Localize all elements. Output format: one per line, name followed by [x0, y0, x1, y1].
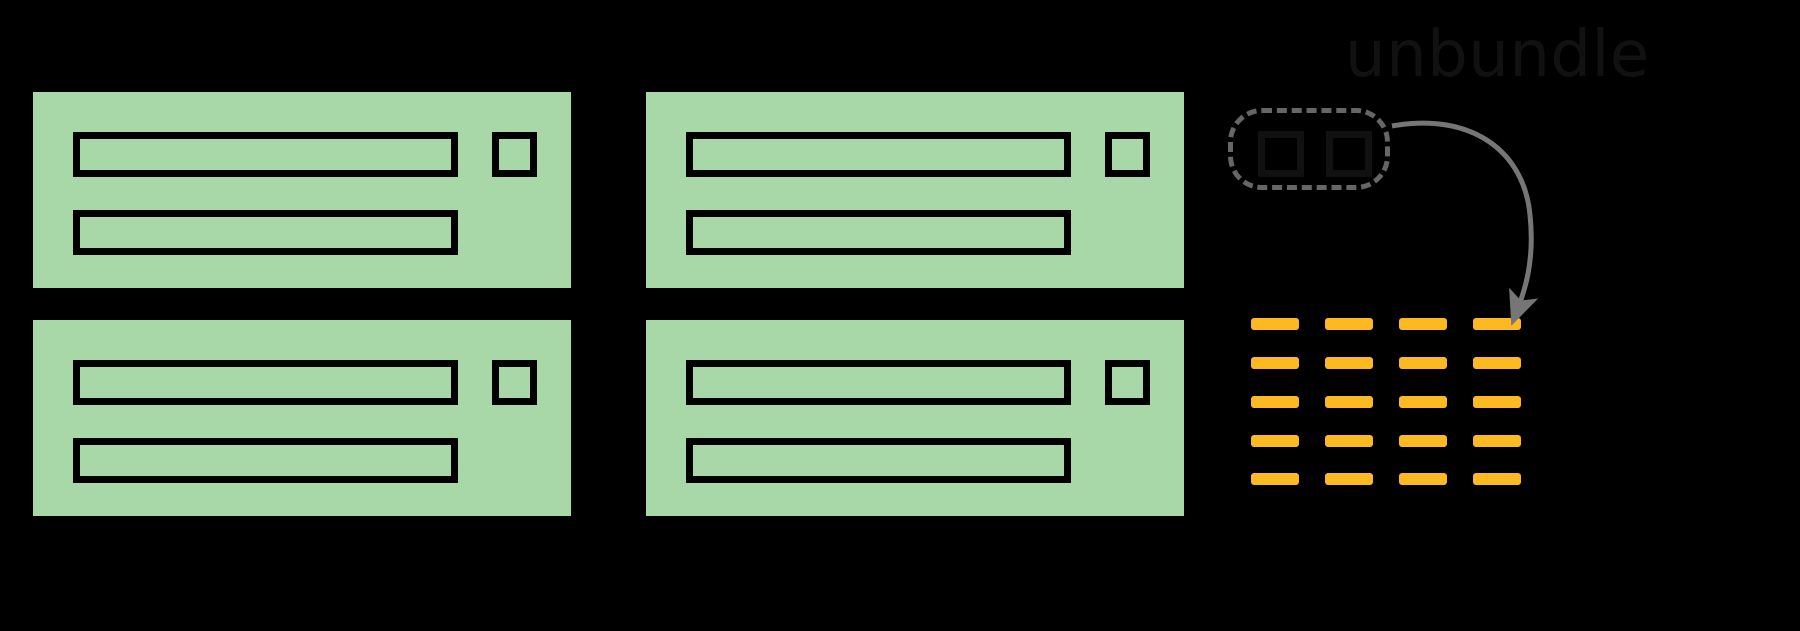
- module-square[interactable]: [1105, 360, 1150, 405]
- unbundled-item[interactable]: [1251, 435, 1299, 447]
- selected-square[interactable]: [1258, 131, 1304, 177]
- panel-bottom-right[interactable]: [646, 320, 1184, 516]
- feature-bar: [686, 132, 1071, 177]
- unbundled-item[interactable]: [1325, 396, 1373, 408]
- unbundled-item[interactable]: [1399, 473, 1447, 485]
- selected-module-pair[interactable]: [1228, 108, 1390, 190]
- unbundled-item[interactable]: [1399, 396, 1447, 408]
- panel-bottom-left[interactable]: [33, 320, 571, 516]
- unbundled-item[interactable]: [1473, 435, 1521, 447]
- unbundled-item[interactable]: [1251, 396, 1299, 408]
- module-square[interactable]: [492, 360, 537, 405]
- unbundle-arrow-path: [1391, 120, 1539, 326]
- module-square[interactable]: [492, 132, 537, 177]
- unbundled-item[interactable]: [1399, 357, 1447, 369]
- unbundled-item[interactable]: [1325, 435, 1373, 447]
- unbundled-item[interactable]: [1325, 473, 1373, 485]
- feature-bar: [73, 438, 458, 483]
- unbundled-item[interactable]: [1399, 318, 1447, 330]
- unbundled-item[interactable]: [1473, 396, 1521, 408]
- unbundled-item[interactable]: [1473, 473, 1521, 485]
- panel-top-left[interactable]: [33, 92, 571, 288]
- unbundled-item[interactable]: [1399, 435, 1447, 447]
- unbundled-item[interactable]: [1325, 357, 1373, 369]
- unbundled-item[interactable]: [1251, 318, 1299, 330]
- panel-top-right[interactable]: [646, 92, 1184, 288]
- feature-bar: [686, 438, 1071, 483]
- selected-square[interactable]: [1326, 131, 1372, 177]
- module-square[interactable]: [1105, 132, 1150, 177]
- feature-bar: [686, 210, 1071, 255]
- unbundled-item[interactable]: [1473, 357, 1521, 369]
- unbundled-item[interactable]: [1251, 473, 1299, 485]
- unbundled-item[interactable]: [1473, 318, 1521, 330]
- feature-bar: [73, 210, 458, 255]
- unbundled-item[interactable]: [1251, 357, 1299, 369]
- unbundled-item[interactable]: [1325, 318, 1373, 330]
- feature-bar: [73, 360, 458, 405]
- page-title: unbundle: [1345, 18, 1650, 92]
- feature-bar: [686, 360, 1071, 405]
- feature-bar: [73, 132, 458, 177]
